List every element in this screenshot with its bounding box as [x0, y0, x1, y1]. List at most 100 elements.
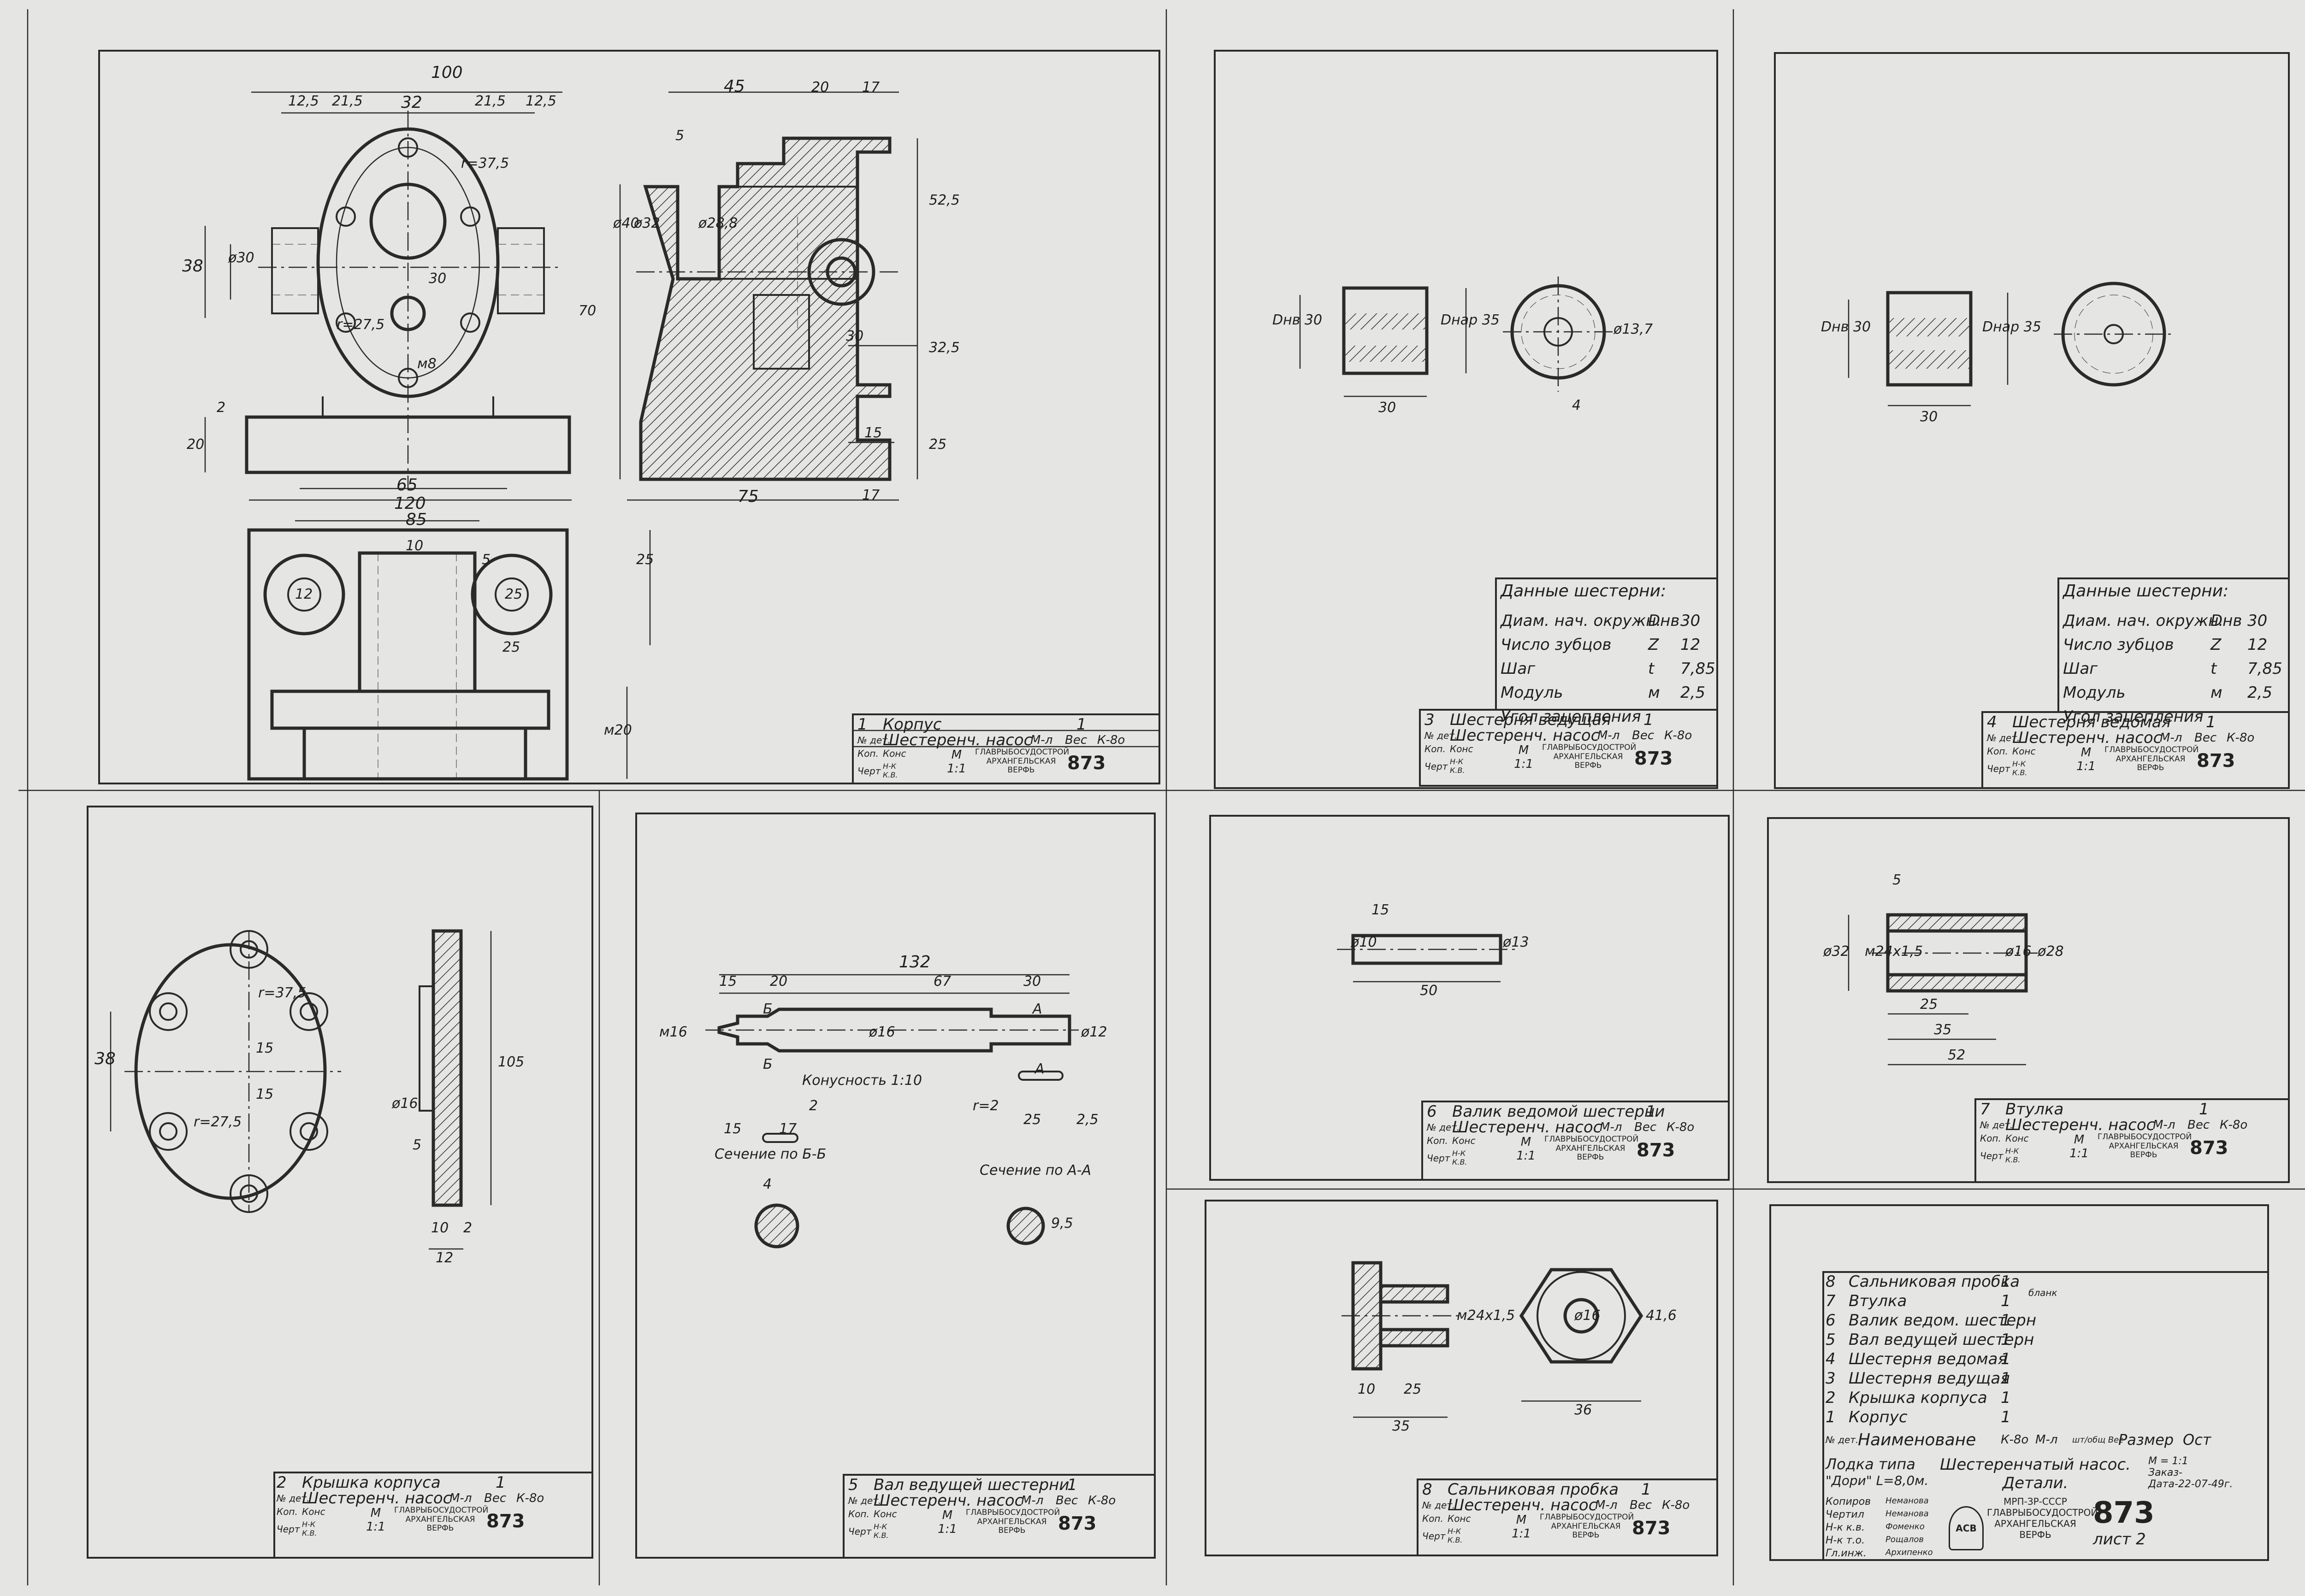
col-ml: М-л — [1021, 1494, 1044, 1508]
org-line: АРХАНГЕЛЬСКАЯ — [977, 1517, 1047, 1526]
kv-label: К.В. — [302, 1529, 317, 1537]
driven-pin-view — [1337, 934, 1517, 983]
gear-row-sym: м — [1648, 683, 1660, 702]
dim-label: 35 — [1392, 1418, 1410, 1434]
spec-header-qw: шт/общ Вес — [2072, 1435, 2124, 1445]
org-line: ВЕРФЬ — [1572, 1531, 1600, 1540]
dim-label: 50 — [1420, 983, 1438, 999]
org-line: ВЕРФЬ — [2130, 1150, 2157, 1160]
row-chert: Черт — [1980, 1150, 2004, 1161]
row-kop: Коп. — [1422, 1513, 1443, 1524]
col-k: К-8о — [2227, 731, 2255, 745]
dim-label: 25 — [1920, 996, 1938, 1013]
dim-label: Dнв 30 — [1821, 319, 1871, 335]
shipyard-logo-icon: АСВ — [1949, 1506, 1984, 1550]
dim-label: ø28,8 — [698, 215, 738, 231]
section-caption: Сечение по Б-Б — [715, 1146, 827, 1162]
dim-label: 30 — [846, 328, 864, 344]
gear-row-label: Модуль — [1501, 683, 1563, 702]
org-line: АРХАНГЕЛЬСКАЯ — [2116, 754, 2186, 764]
part-position: 4 — [1987, 713, 1997, 731]
spec-role: Копиров — [1826, 1496, 1871, 1508]
dim-label: 32 — [401, 93, 422, 112]
dim-label: 5 — [1892, 872, 1902, 888]
gear-row-val: 7,85 — [1680, 660, 1715, 678]
section-caption: Сечение по А-А — [980, 1162, 1092, 1178]
dim-label: 12,5 — [526, 93, 556, 109]
spec-qty: 1 — [2001, 1292, 2011, 1310]
spec-pos: 2 — [1826, 1389, 1836, 1407]
drive-shaft-view — [705, 974, 1079, 1249]
nk-label: Н-К — [874, 1522, 887, 1531]
row-kop: Коп. — [1980, 1133, 2001, 1144]
scale-value: 1:1 — [938, 1522, 957, 1536]
bushing-section — [1848, 913, 2038, 1066]
part-title-block: 5 Вал ведущей шестерни 1 № дет. Шестерен… — [848, 1476, 1116, 1540]
dim-label: Б — [763, 1001, 773, 1017]
gear-row-sym: t — [1648, 660, 1655, 678]
drawing-number: 873 — [1637, 1140, 1675, 1161]
col-weight: Вес — [1634, 1120, 1657, 1134]
dim-label: 2 — [809, 1098, 818, 1114]
spec-qty: 1 — [2001, 1408, 2011, 1426]
kv-label: К.В. — [2005, 1155, 2021, 1164]
col-k: К-8о — [1662, 1498, 1690, 1512]
part-title-block: 3 Шестерня ведущая 1 № дет. Шестеренч. н… — [1424, 711, 1692, 775]
spec-header-name: Наименоване — [1858, 1430, 1976, 1449]
conicity-note: Конусность 1:10 — [802, 1072, 922, 1089]
scale-value: 1:1 — [2076, 760, 2096, 773]
dim-label: 41,6 — [1646, 1307, 1677, 1324]
org-line: ГЛАВРЫБОСУДОСТРОЙ — [2098, 1132, 2192, 1142]
spec-qty: 1 — [2001, 1311, 2011, 1330]
spec-pos: 3 — [1826, 1369, 1836, 1388]
spec-pos: 5 — [1826, 1331, 1836, 1349]
gear-row-sym: Z — [2210, 636, 2222, 654]
spec-name: Шестерня ведущая — [1849, 1369, 2010, 1388]
gear-row-label: Шаг — [1501, 660, 1536, 678]
nk-label: Н-К — [1450, 757, 1464, 766]
gear-row-val: 30 — [1680, 612, 1701, 630]
scale-value: 1:1 — [947, 762, 966, 776]
col-k: К-8о — [516, 1491, 544, 1505]
org-line: ГЛАВРЫБОСУДОСТРОЙ — [1540, 1513, 1634, 1522]
drawing-number: 873 — [1634, 748, 1673, 769]
row-chert: Черт — [848, 1526, 872, 1537]
dim-label: ø12 — [1081, 1024, 1107, 1040]
col-k: К-8о — [1667, 1120, 1695, 1134]
spec-name: Сальниковая пробка — [1849, 1272, 2020, 1291]
stamp-note: бланк — [2028, 1287, 2057, 1298]
assembly-name: Шестеренч. насос — [2012, 729, 2162, 747]
dim-label: Dнв 30 — [1272, 312, 1323, 328]
dim-label: 15 — [719, 973, 737, 989]
part-qty: 1 — [2199, 1100, 2209, 1119]
scale-value: 1:1 — [1516, 1149, 1536, 1163]
part-title-block: 6 Валик ведомой шестерни 1 № дет. Шестер… — [1427, 1102, 1695, 1166]
boat-type: "Дори" L=8,0м. — [1826, 1473, 1929, 1488]
dim-label: 45 — [724, 77, 745, 96]
part-position: 1 — [857, 715, 868, 734]
part-name: Вал ведущей шестерни — [874, 1476, 1070, 1494]
spec-name: Валик ведом. шестерн — [1849, 1311, 2037, 1330]
part-name: Шестерня ведущая — [1450, 711, 1611, 729]
spec-scale: М = 1:1 — [2148, 1455, 2188, 1467]
col-k: К-8о — [1664, 729, 1692, 742]
drawing-number: 873 — [1058, 1513, 1097, 1534]
dim-label: 4 — [1572, 397, 1581, 413]
housing-top-view — [247, 520, 651, 781]
part-qty: 1 — [1067, 1476, 1077, 1494]
dim-label: 38 — [95, 1049, 116, 1068]
dim-label: 38 — [182, 257, 203, 276]
org-line: АРХАНГЕЛЬСКАЯ — [1553, 752, 1623, 761]
part-position: 8 — [1422, 1480, 1432, 1499]
part-name: Валик ведомой шестерни — [1452, 1102, 1665, 1121]
dim-label: А — [1033, 1001, 1042, 1017]
col-k: К-8о — [1088, 1494, 1116, 1508]
part-qty: 1 — [2206, 713, 2216, 731]
part-name: Корпус — [883, 715, 942, 734]
spec-signature-name: Рощалов — [1885, 1535, 1924, 1544]
row-kop: Коп. — [277, 1506, 298, 1517]
gear-data-title: Данные шестерни: — [2063, 582, 2229, 601]
